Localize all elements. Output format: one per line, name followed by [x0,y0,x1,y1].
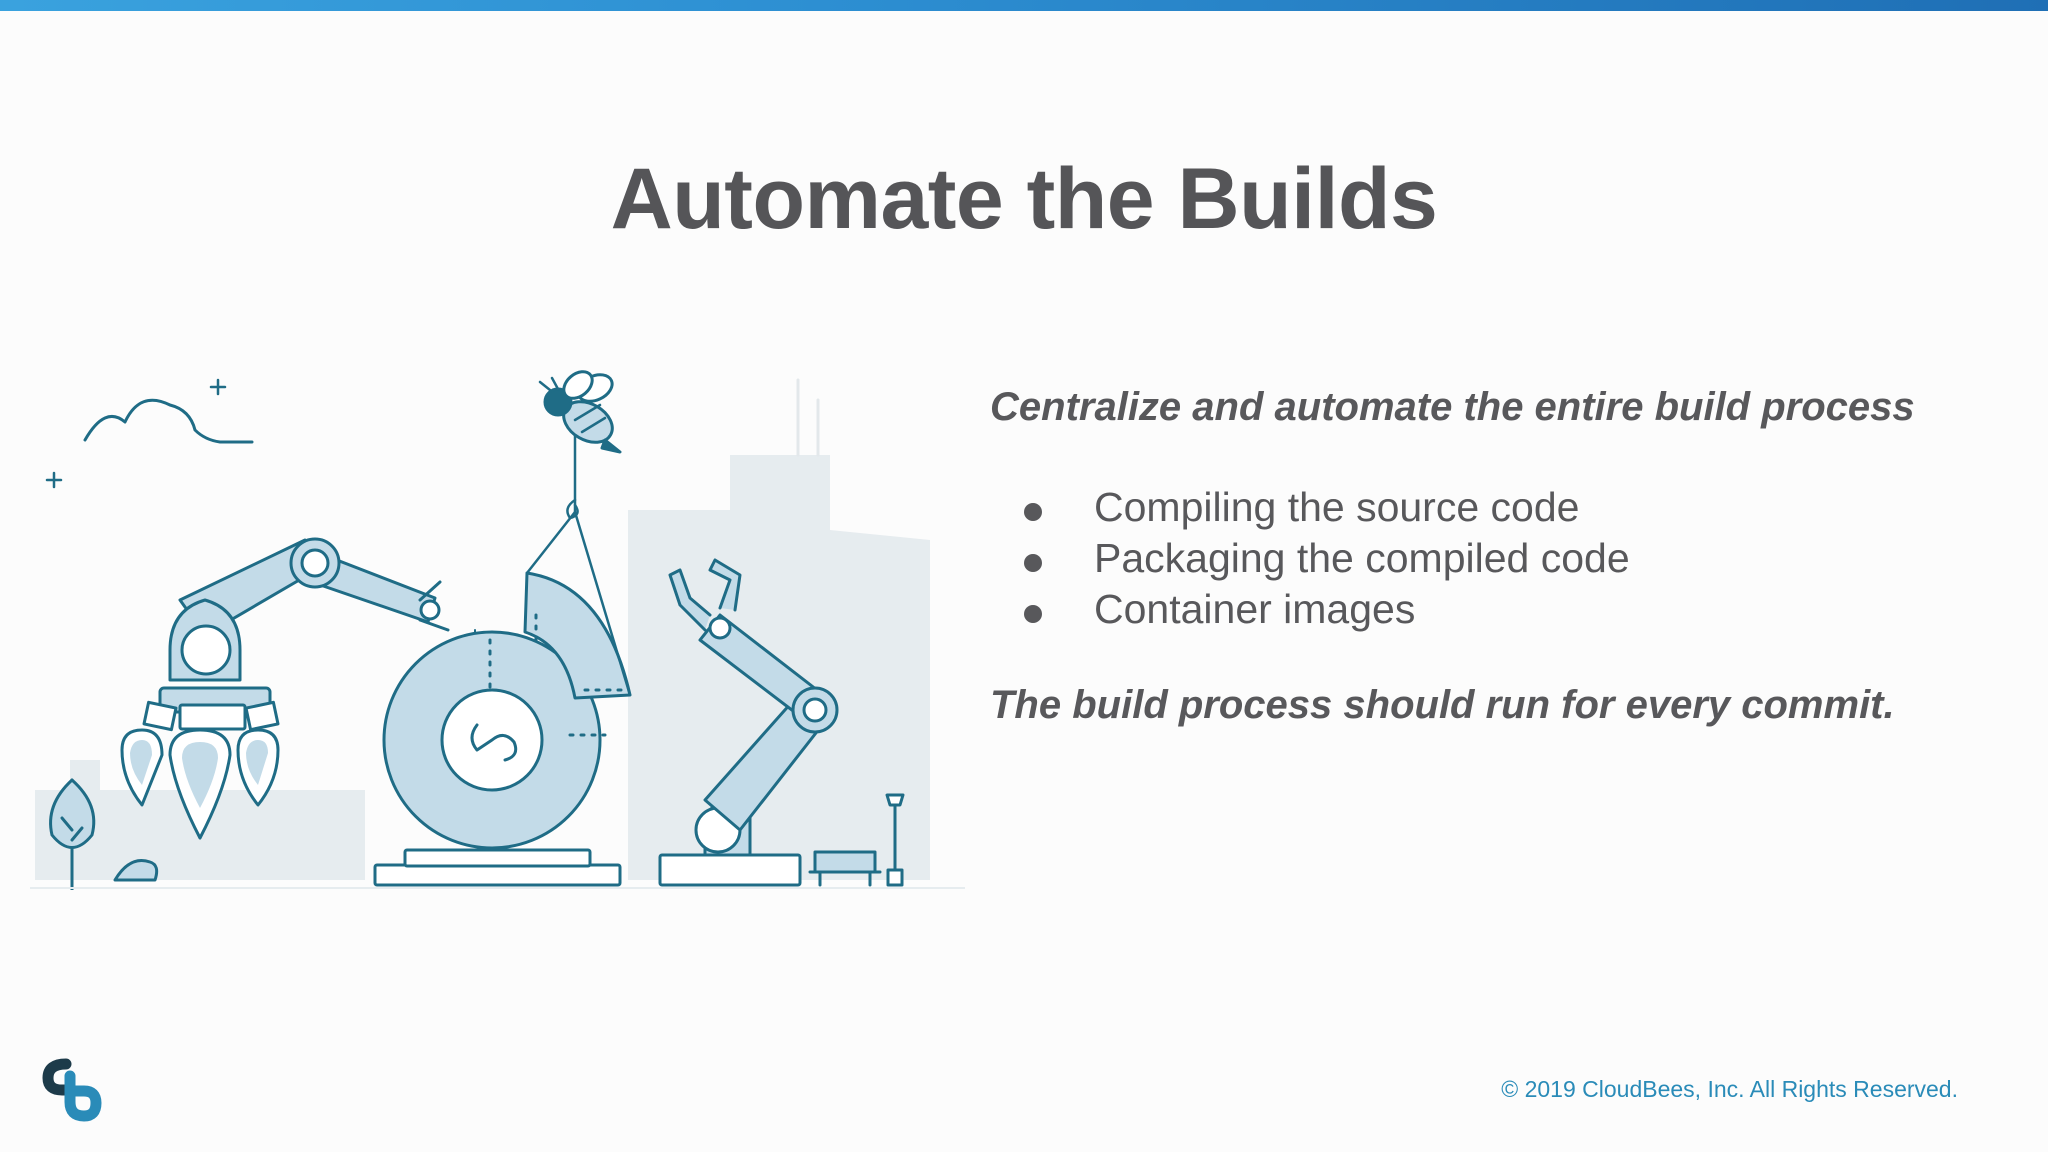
closing-statement: The build process should run for every c… [990,683,1895,727]
bullet-text: Packaging the compiled code [1094,535,1630,581]
bullet-text: Container images [1094,586,1416,632]
bee-icon [538,370,622,454]
cloudbees-logo-icon [42,1058,102,1122]
sparkle-icon [209,378,227,396]
sparkle-icon [45,471,63,489]
build-gear [373,433,632,887]
bullet-text: Compiling the source code [1094,484,1580,530]
top-accent-bar [0,0,2048,11]
bush-icon [113,859,159,882]
slide-title: Automate the Builds [610,150,1438,247]
bench-icon [808,850,882,887]
bullet-item: Container images [990,584,1990,635]
slide-body: Centralize and automate the entire build… [990,385,1990,780]
bullet-item: Compiling the source code [990,482,1990,533]
lead-statement: Centralize and automate the entire build… [990,385,1915,429]
cloud-icon [83,398,254,444]
tree-icon [49,778,96,890]
left-robot-arm [120,537,491,840]
copyright-text: © 2019 CloudBees, Inc. All Rights Reserv… [1501,1076,1958,1102]
bullet-dot-icon [1024,605,1042,623]
robotic-build-factory-illustration [30,370,965,890]
right-robot-arm [658,558,839,887]
bullet-item: Packaging the compiled code [990,533,1990,584]
bullet-dot-icon [1024,503,1042,521]
bullet-dot-icon [1024,554,1042,572]
street-lamp-icon [885,793,905,887]
bullet-list: Compiling the source code Packaging the … [990,482,1990,635]
